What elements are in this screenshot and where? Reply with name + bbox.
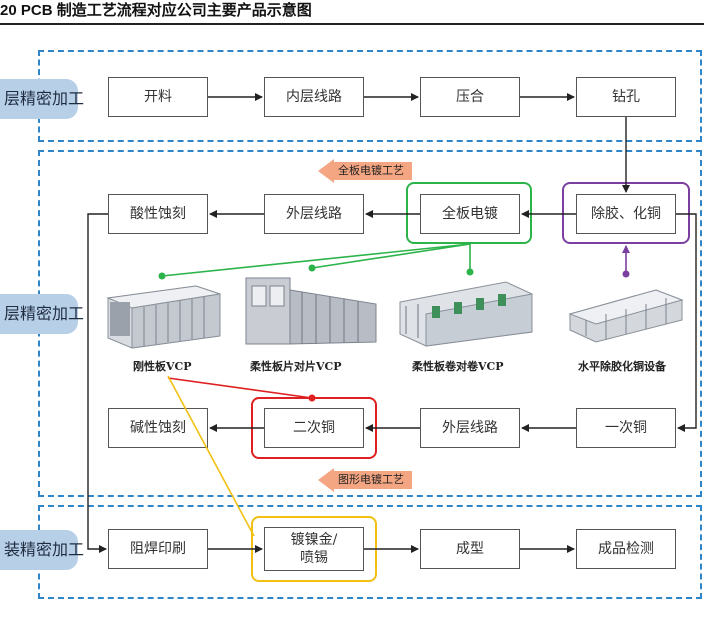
- step-lamination: 压合: [420, 77, 520, 117]
- step-cutting: 开料: [108, 77, 208, 117]
- step-desmear: 除胶、化铜: [576, 194, 676, 234]
- flex-sheet-vcp-machine-icon: [245, 277, 377, 345]
- step-surface-finish: 镀镍金/ 喷锡: [264, 527, 364, 571]
- title-rule: [0, 23, 704, 25]
- process-tag-panel-plating: 全板电镀工艺: [318, 159, 412, 183]
- step-solder-mask: 阻焊印刷: [108, 529, 208, 569]
- caption-flex-roll-vcp: 柔性板卷对卷VCP: [412, 360, 504, 373]
- stage-label-back: 装精密加工: [0, 530, 84, 570]
- step-inner-layer: 内层线路: [264, 77, 364, 117]
- step-surface-finish-line1: 镀镍金/: [290, 532, 338, 548]
- step-drilling: 钻孔: [576, 77, 676, 117]
- step-primary-copper: 一次铜: [576, 408, 676, 448]
- step-panel-plating: 全板电镀: [420, 194, 520, 234]
- flex-roll-vcp-machine-icon: [399, 281, 533, 347]
- step-outer-layer-bottom: 外层线路: [420, 408, 520, 448]
- caption-horizontal-desmear: 水平除胶化铜设备: [578, 360, 666, 373]
- step-secondary-copper: 二次铜: [264, 408, 364, 448]
- step-outer-layer-top: 外层线路: [264, 194, 364, 234]
- tag-arrow-icon: [318, 159, 334, 183]
- step-forming: 成型: [420, 529, 520, 569]
- stage-label-middle: 层精密加工: [0, 294, 84, 334]
- caption-flex-sheet-vcp: 柔性板片对片VCP: [250, 360, 342, 373]
- rigid-vcp-machine-icon: [106, 285, 221, 349]
- step-alkaline-etch: 碱性蚀刻: [108, 408, 208, 448]
- horizontal-desmear-machine-icon: [568, 289, 684, 343]
- step-acid-etch: 酸性蚀刻: [108, 194, 208, 234]
- process-tag-pattern-plating: 图形电镀工艺: [318, 468, 412, 492]
- tag-arrow-icon: [318, 468, 334, 492]
- stage-label-front: 层精密加工: [0, 79, 84, 119]
- figure-title: 20 PCB 制造工艺流程对应公司主要产品示意图: [0, 2, 312, 19]
- step-surface-finish-line2: 喷锡: [300, 550, 328, 566]
- step-inspection: 成品检测: [576, 529, 676, 569]
- highlight-panel-plating: [406, 182, 532, 244]
- caption-rigid-vcp: 刚性板VCP: [133, 360, 192, 373]
